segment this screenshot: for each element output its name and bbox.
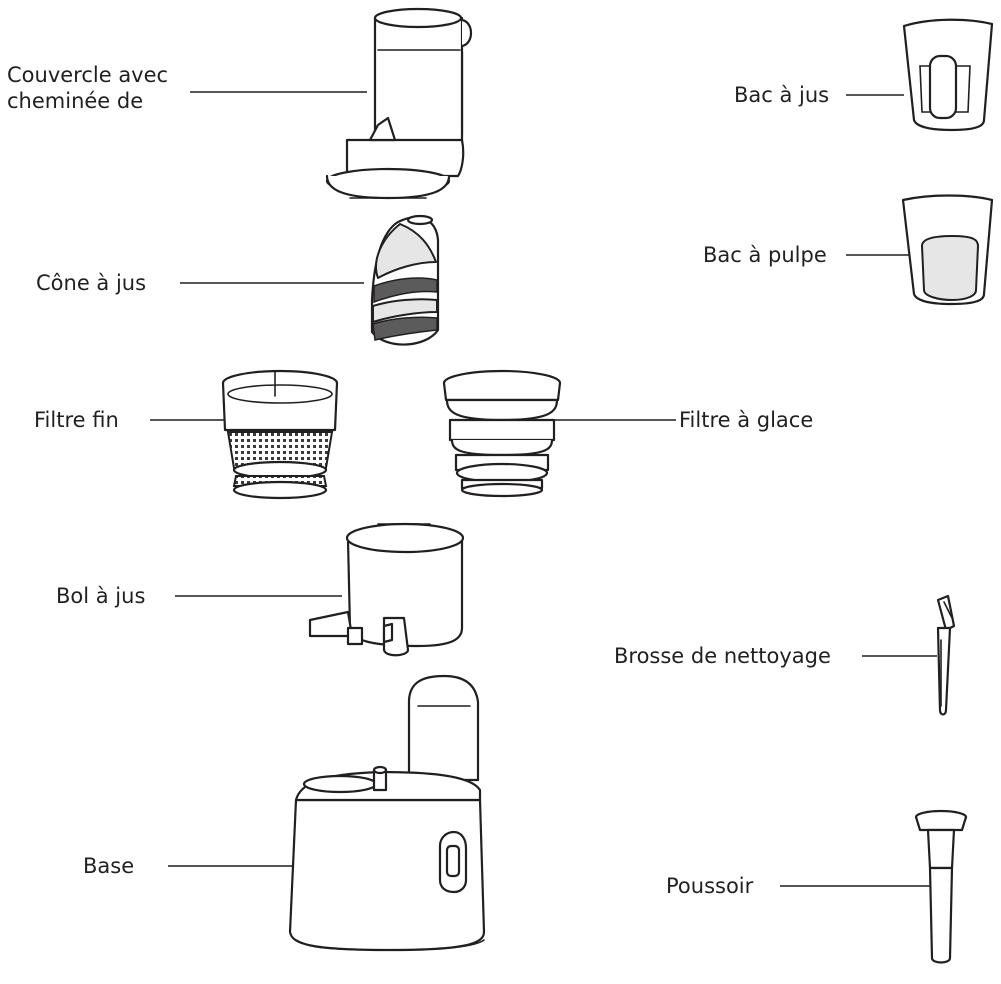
label-bol: Bol à jus xyxy=(56,584,146,608)
label-poussoir: Poussoir xyxy=(666,874,754,898)
leader-lines xyxy=(150,91,937,887)
cone-illustration xyxy=(370,214,440,346)
label-bac-pulpe: Bac à pulpe xyxy=(703,243,827,267)
poussoir-illustration xyxy=(914,809,968,964)
base-illustration xyxy=(288,674,486,952)
filtre-glace-illustration xyxy=(442,369,562,498)
couvercle-illustration xyxy=(325,7,473,200)
label-base: Base xyxy=(83,854,135,878)
filtre-fin-illustration xyxy=(221,369,339,500)
label-cone: Cône à jus xyxy=(36,271,147,295)
bac-jus-illustration xyxy=(902,18,994,132)
label-filtre-fin: Filtre fin xyxy=(34,408,119,432)
label-filtre-glace: Filtre à glace xyxy=(679,408,814,432)
bac-pulpe-illustration xyxy=(901,194,994,306)
label-couvercle: Couvercle avec cheminée de xyxy=(7,63,169,113)
brosse-illustration xyxy=(936,594,956,716)
label-brosse: Brosse de nettoyage xyxy=(614,644,831,668)
label-bac-jus: Bac à jus xyxy=(734,83,830,107)
bol-illustration xyxy=(308,522,465,657)
